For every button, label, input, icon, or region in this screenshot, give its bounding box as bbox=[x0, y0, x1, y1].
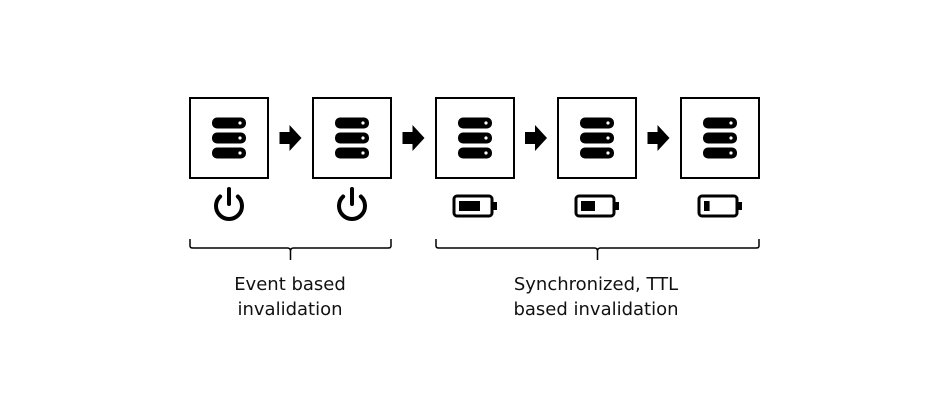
arrow-right-icon bbox=[647, 125, 670, 151]
group-label-ttl-line1: Synchronized, TTL bbox=[513, 274, 679, 295]
group-label-ttl: Synchronized, TTL based invalidation bbox=[476, 272, 716, 322]
server-box bbox=[557, 97, 637, 179]
battery-icon bbox=[697, 194, 742, 218]
battery-level-fill bbox=[581, 201, 595, 211]
battery-level-fill bbox=[459, 201, 480, 211]
group-label-event-line2: invalidation bbox=[237, 299, 343, 320]
server-node bbox=[680, 97, 760, 179]
battery-icon bbox=[574, 194, 619, 218]
arrow-right-icon bbox=[402, 125, 425, 151]
server-node bbox=[312, 97, 392, 179]
group-label-event-line1: Event based bbox=[234, 274, 346, 295]
server-box bbox=[312, 97, 392, 179]
server-node bbox=[435, 97, 515, 179]
power-icon bbox=[337, 187, 367, 221]
group-label-event: Event based invalidation bbox=[190, 272, 390, 322]
battery-icon bbox=[452, 194, 497, 218]
group-label-ttl-line2: based invalidation bbox=[513, 299, 679, 320]
battery-level-fill bbox=[704, 201, 710, 211]
server-node bbox=[557, 97, 637, 179]
server-box bbox=[435, 97, 515, 179]
arrow-right-icon bbox=[525, 125, 547, 151]
database-icon bbox=[580, 117, 614, 159]
database-icon bbox=[458, 117, 492, 159]
server-node bbox=[189, 97, 269, 179]
group-bracket bbox=[435, 239, 760, 260]
power-icon bbox=[214, 187, 244, 221]
server-box bbox=[680, 97, 760, 179]
arrow-right-icon bbox=[279, 125, 302, 151]
group-bracket bbox=[189, 239, 392, 260]
database-icon bbox=[703, 117, 737, 159]
server-box bbox=[189, 97, 269, 179]
database-icon bbox=[335, 117, 369, 159]
database-icon bbox=[212, 117, 246, 159]
